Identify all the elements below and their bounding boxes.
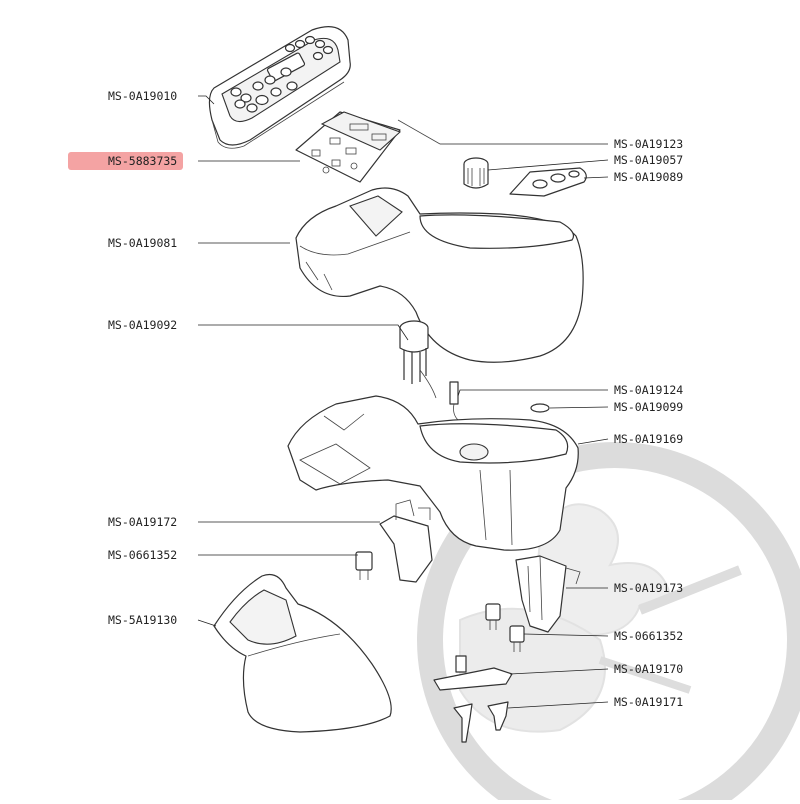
control-panel-housing	[208, 26, 351, 149]
circuit-board	[295, 111, 402, 183]
bracket-part	[379, 499, 433, 583]
knob-part	[463, 157, 489, 189]
washer-part	[530, 403, 550, 413]
part-label[interactable]: MS-0A19169	[614, 432, 684, 446]
part-label[interactable]: MS-0A19171	[614, 695, 684, 709]
switch-assembly	[515, 555, 581, 633]
part-label[interactable]: MS-5A19130	[108, 613, 178, 627]
part-label[interactable]: MS-0A19173	[614, 581, 684, 595]
clip-parts	[453, 701, 509, 743]
button-plate	[509, 167, 587, 197]
leader-lines	[197, 95, 609, 709]
part-label[interactable]: MS-0A19172	[108, 515, 178, 529]
part-label[interactable]: MS-0A19057	[614, 153, 684, 167]
part-label[interactable]: MS-0661352	[108, 548, 178, 562]
wire-part	[397, 119, 441, 145]
part-label[interactable]: MS-0A19123	[614, 137, 684, 151]
part-label[interactable]: MS-0A19081	[108, 236, 178, 250]
front-cover	[213, 573, 392, 733]
watermark-logo	[417, 442, 800, 804]
part-label[interactable]: MS-0A19124	[614, 383, 684, 397]
lever-part	[433, 655, 513, 691]
sensor-part	[449, 381, 459, 421]
upper-body-shell	[295, 187, 584, 363]
part-label-highlighted[interactable]: MS-5883735	[68, 152, 184, 170]
pump-assembly	[399, 320, 437, 399]
part-label[interactable]: MS-0A19092	[108, 318, 178, 332]
part-label[interactable]: MS-0661352	[614, 629, 684, 643]
part-label[interactable]: MS-0A19089	[614, 170, 684, 184]
part-label[interactable]: MS-0A19010	[108, 89, 178, 103]
micro-switch-left	[355, 551, 373, 580]
part-label[interactable]: MS-0A19170	[614, 662, 684, 676]
base-housing	[287, 395, 579, 551]
part-label[interactable]: MS-0A19099	[614, 400, 684, 414]
